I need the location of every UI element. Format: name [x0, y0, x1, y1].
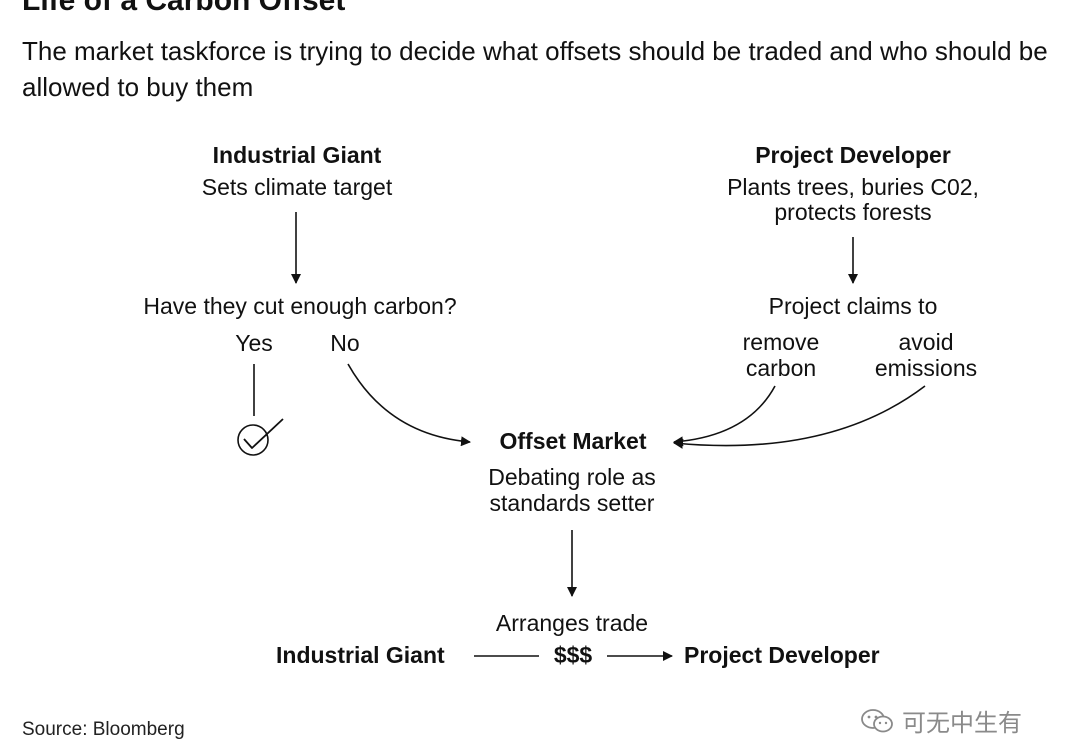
trade-money: $$$ — [553, 642, 593, 668]
trade-label: Arranges trade — [495, 610, 649, 636]
project-developer-title: Project Developer — [755, 142, 951, 168]
arrow-avoid-to-market — [673, 385, 926, 449]
answer-no: No — [330, 330, 360, 356]
project-developer-desc-1: Plants trees, buries C02, — [727, 174, 979, 200]
question-text: Have they cut enough carbon? — [143, 293, 457, 319]
checkmark-icon — [237, 418, 284, 456]
chart-subtitle: The market taskforce is trying to decide… — [22, 36, 1048, 102]
chart-title: Life of a Carbon Offset — [22, 0, 346, 17]
wechat-icon — [861, 708, 893, 732]
answer-yes: Yes — [235, 330, 273, 356]
trade-seller: Project Developer — [684, 642, 880, 668]
claim-remove-line2: carbon — [745, 355, 817, 381]
offset-market-desc-2: standards setter — [489, 490, 655, 516]
project-developer-desc-2: protects forests — [774, 199, 932, 225]
claim-remove-line1: remove — [742, 329, 820, 355]
offset-market-title: Offset Market — [499, 428, 647, 454]
arrow-remove-to-market — [673, 385, 776, 447]
claim-avoid-line1: avoid — [898, 329, 954, 355]
offset-market-desc-1: Debating role as — [488, 464, 656, 490]
arrow-no-to-market — [347, 363, 471, 447]
watermark: 可无中生有 — [860, 703, 1022, 738]
trade-buyer: Industrial Giant — [276, 642, 445, 668]
project-claims-text: Project claims to — [768, 293, 938, 319]
source-note: Source: Bloomberg — [22, 719, 185, 740]
claim-avoid-line2: emissions — [874, 355, 978, 381]
watermark-text: 可无中生有 — [902, 710, 1022, 737]
industrial-giant-desc: Sets climate target — [201, 174, 393, 200]
industrial-giant-title: Industrial Giant — [212, 142, 382, 168]
